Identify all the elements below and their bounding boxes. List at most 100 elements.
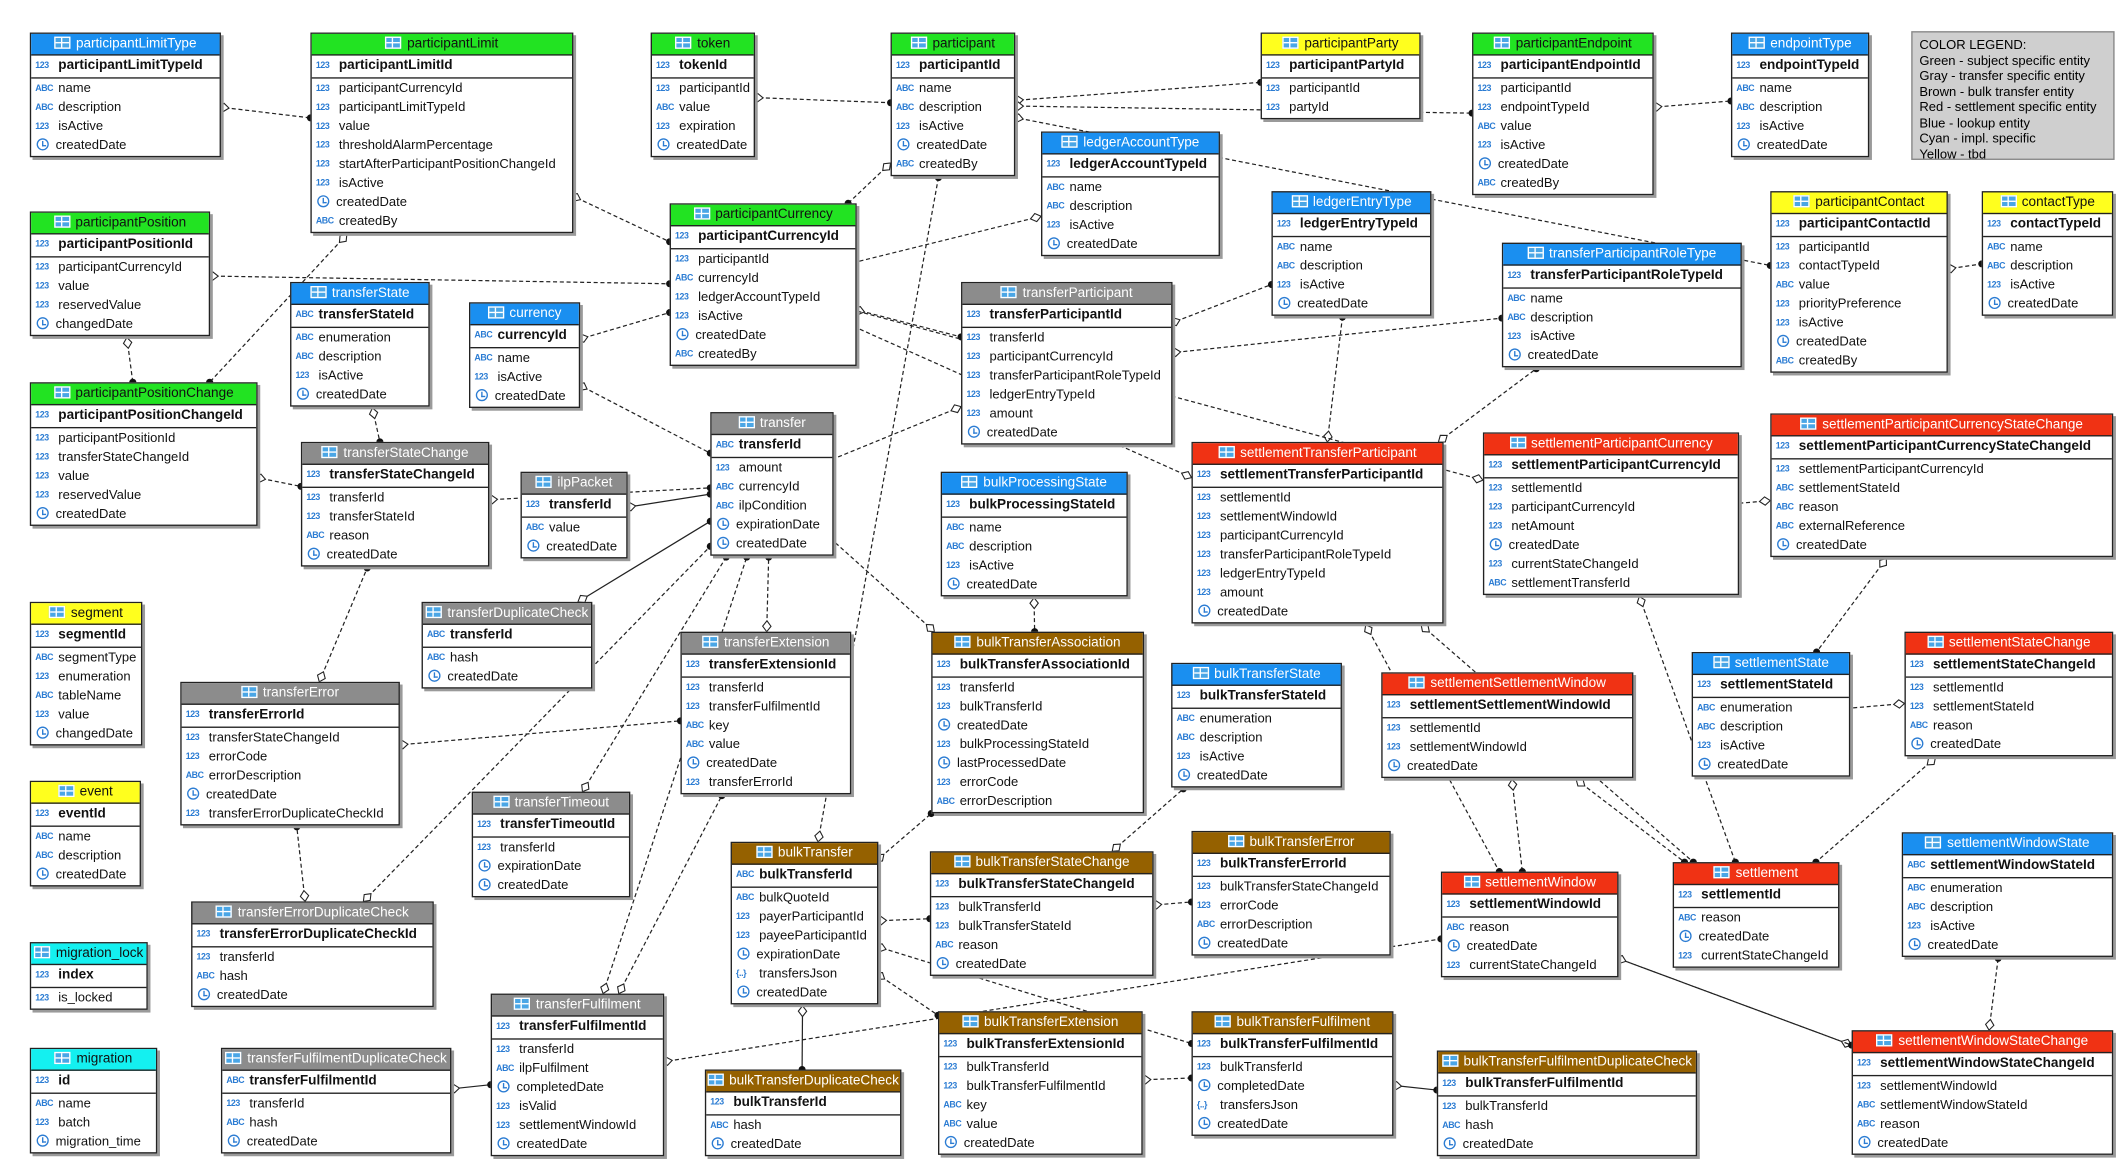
column-name: description xyxy=(58,848,122,864)
numeric-type-icon: 123 xyxy=(35,809,49,819)
numeric-type-icon: 123 xyxy=(1909,683,1924,693)
numeric-type-icon: 123 xyxy=(946,500,960,510)
column-name: createdDate xyxy=(336,195,408,211)
text-type-icon: ABC xyxy=(474,353,493,364)
numeric-type-icon: 123 xyxy=(306,470,320,480)
entity-settlementParticipantCurrencyStateChange[interactable]: settlementParticipantCurrencyStateChange… xyxy=(1770,413,2114,558)
relationship-line xyxy=(830,538,935,633)
column-name: createdDate xyxy=(1066,237,1138,253)
table-icon xyxy=(1408,676,1425,689)
column-name: createdDate xyxy=(955,956,1027,972)
column-row: createdDate xyxy=(312,194,572,213)
column-name: name xyxy=(1069,180,1103,196)
entity-name: transferFulfilment xyxy=(535,997,641,1013)
column-row: createdDate xyxy=(182,786,399,805)
relationship-many-end xyxy=(368,407,379,420)
numeric-type-icon: 123 xyxy=(525,500,540,510)
column-name: settlementWindowStateId xyxy=(1880,1097,2028,1113)
numeric-type-icon: 123 xyxy=(315,178,330,189)
relationship-many-end xyxy=(1029,212,1042,223)
column-name: expirationDate xyxy=(756,947,841,963)
numeric-type-icon: 123 xyxy=(966,371,980,381)
entity-header: transferError xyxy=(181,683,399,705)
numeric-type-icon: 123 xyxy=(35,993,49,1004)
table-icon xyxy=(1494,36,1511,49)
column-name: description xyxy=(969,539,1033,555)
relationship-line xyxy=(581,556,727,792)
text-type-icon: ABC xyxy=(715,482,734,493)
text-type-icon: ABC xyxy=(496,1064,514,1074)
table-icon xyxy=(321,445,339,459)
numeric-type-icon: 123 xyxy=(35,239,49,250)
entity-header: participantCurrency xyxy=(670,204,856,227)
table-icon xyxy=(225,1051,242,1065)
entity-name: transferErrorDuplicateCheck xyxy=(237,905,409,921)
column-name: settlementId xyxy=(1409,721,1481,737)
numeric-type-icon: 123 xyxy=(35,672,49,682)
primary-key-name: bulkTransferExtensionId xyxy=(966,1036,1125,1052)
entity-name: migration_lock xyxy=(55,946,144,962)
